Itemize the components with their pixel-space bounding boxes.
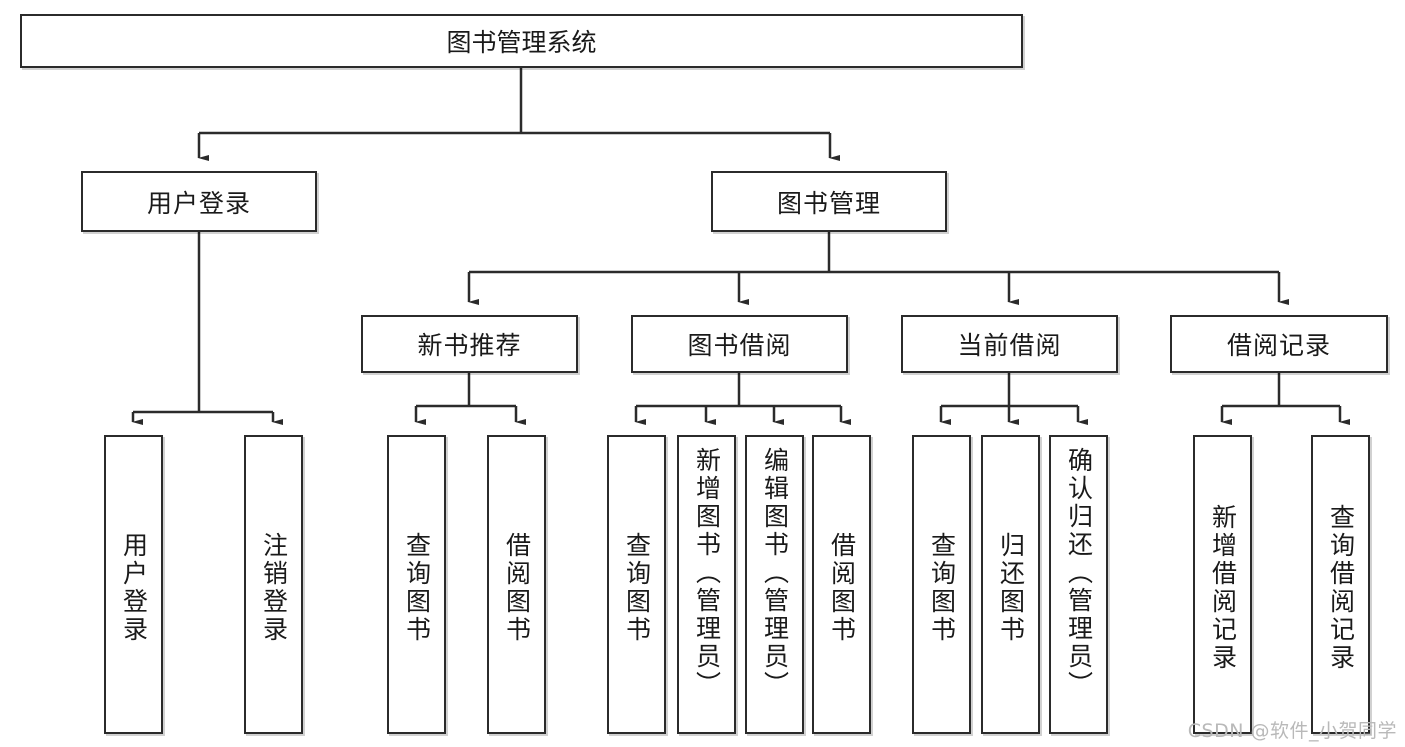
node-label: 图书管理系统 <box>446 28 597 57</box>
node-label: 用户登录 <box>146 188 251 218</box>
leaf-text-wrap: 编辑图书（管理员） <box>747 443 802 732</box>
node-label: 借阅记录 <box>1226 331 1331 360</box>
node-label: 新书推荐 <box>417 331 522 360</box>
leaf-edit-book-admin[interactable]: 编辑图书（管理员） <box>745 435 804 734</box>
leaf-text-wrap: 确认归还（管理员） <box>1051 443 1106 732</box>
leaf-text-wrap: 借阅图书 <box>489 443 544 732</box>
leaf-label: 新增图书（管理员） <box>692 447 722 699</box>
leaf-label: 注销登录 <box>259 531 289 644</box>
leaf-borrow-book-recommend[interactable]: 借阅图书 <box>487 435 546 734</box>
leaf-label: 查询图书 <box>927 531 957 644</box>
leaf-label: 编辑图书（管理员） <box>760 447 790 699</box>
leaf-query-borrow-record[interactable]: 查询借阅记录 <box>1311 435 1370 734</box>
node-label: 图书管理 <box>776 188 881 218</box>
leaf-text-wrap: 查询图书 <box>389 443 444 732</box>
leaf-query-book-recommend[interactable]: 查询图书 <box>387 435 446 734</box>
leaf-text-wrap: 归还图书 <box>983 443 1038 732</box>
node-label: 当前借阅 <box>957 331 1062 360</box>
node-borrow-record[interactable]: 借阅记录 <box>1170 315 1388 373</box>
leaf-text-wrap: 注销登录 <box>246 443 301 732</box>
leaf-return-book[interactable]: 归还图书 <box>981 435 1040 734</box>
leaf-add-book-admin[interactable]: 新增图书（管理员） <box>677 435 736 734</box>
node-new-book-recommend[interactable]: 新书推荐 <box>361 315 578 373</box>
node-book-management[interactable]: 图书管理 <box>711 171 947 232</box>
leaf-label: 归还图书 <box>996 531 1026 644</box>
leaf-text-wrap: 用户登录 <box>106 443 161 732</box>
leaf-label: 借阅图书 <box>827 531 857 644</box>
node-root-system[interactable]: 图书管理系统 <box>20 14 1023 68</box>
leaf-borrow-book[interactable]: 借阅图书 <box>812 435 871 734</box>
leaf-text-wrap: 借阅图书 <box>814 443 869 732</box>
leaf-label: 查询图书 <box>402 531 432 644</box>
node-label: 图书借阅 <box>687 331 792 360</box>
leaf-query-book-current[interactable]: 查询图书 <box>912 435 971 734</box>
leaf-label: 借阅图书 <box>502 531 532 644</box>
leaf-label: 查询借阅记录 <box>1326 503 1356 672</box>
leaf-confirm-return-admin[interactable]: 确认归还（管理员） <box>1049 435 1108 734</box>
leaf-user-login[interactable]: 用户登录 <box>104 435 163 734</box>
leaf-label: 查询图书 <box>622 531 652 644</box>
csdn-watermark: CSDN @软件_小贺同学 <box>1187 720 1397 742</box>
leaf-text-wrap: 查询图书 <box>609 443 664 732</box>
leaf-text-wrap: 查询借阅记录 <box>1313 443 1368 732</box>
leaf-label: 确认归还（管理员） <box>1064 447 1094 699</box>
leaf-query-book-borrow[interactable]: 查询图书 <box>607 435 666 734</box>
leaf-text-wrap: 新增借阅记录 <box>1195 443 1250 732</box>
node-current-borrow[interactable]: 当前借阅 <box>901 315 1118 373</box>
node-user-login[interactable]: 用户登录 <box>81 171 317 232</box>
leaf-text-wrap: 查询图书 <box>914 443 969 732</box>
leaf-add-borrow-record[interactable]: 新增借阅记录 <box>1193 435 1252 734</box>
leaf-label: 用户登录 <box>119 531 149 644</box>
leaf-text-wrap: 新增图书（管理员） <box>679 443 734 732</box>
leaf-logout[interactable]: 注销登录 <box>244 435 303 734</box>
leaf-label: 新增借阅记录 <box>1208 503 1238 672</box>
node-book-borrow[interactable]: 图书借阅 <box>631 315 848 373</box>
